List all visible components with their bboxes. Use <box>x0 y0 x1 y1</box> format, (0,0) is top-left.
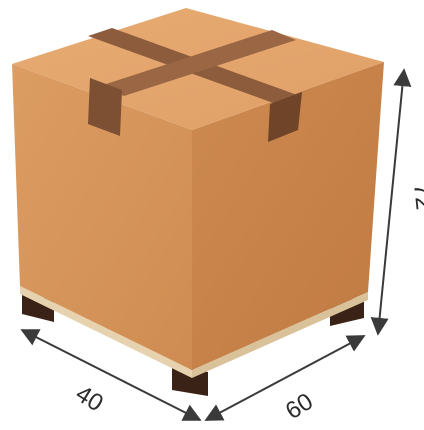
tape-front-flap <box>88 78 122 136</box>
height-dimension-label: 72 <box>408 182 424 211</box>
double-arrow-icon <box>204 335 366 421</box>
dimension-arrows <box>20 68 412 421</box>
width-dimension-label: 40 <box>71 380 108 417</box>
box-side-face <box>192 62 384 370</box>
depth-dimension-label: 60 <box>281 388 318 425</box>
box-front-face <box>12 64 192 370</box>
double-arrow-icon <box>20 329 202 421</box>
tape-top-cross <box>100 30 296 96</box>
tape-side-flap <box>268 92 302 142</box>
double-arrow-icon <box>370 68 412 336</box>
cardboard-box-icon <box>12 8 384 370</box>
